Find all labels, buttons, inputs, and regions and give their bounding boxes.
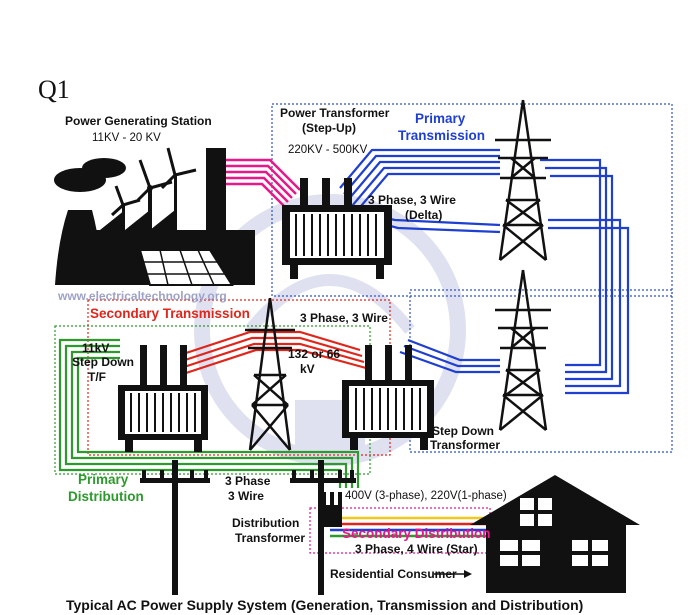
distribution-pole-left-icon [140, 460, 210, 595]
step-down-transformer-line2: Transformer [430, 438, 500, 452]
secondary-distribution-label: Secondary Distribution [342, 526, 491, 541]
power-transformer-subtitle: (Step-Up) [302, 121, 356, 135]
step-down-tf-line3: T/F [88, 370, 106, 384]
secondary-transmission-voltage-line2: kV [300, 362, 315, 376]
primary-transmission-line1: Primary [415, 111, 466, 126]
question-label: Q1 [38, 75, 70, 104]
primary-distribution-wiring-line2: 3 Wire [228, 489, 264, 503]
solar-panel-icon [138, 249, 234, 286]
secondary-distribution-wiring: 3 Phase, 4 Wire (Star) [355, 542, 478, 556]
primary-distribution-wiring-line1: 3 Phase [225, 474, 271, 488]
generating-station-voltage: 11KV - 20 KV [92, 132, 161, 144]
transmission-tower-top-icon [495, 99, 551, 261]
secondary-transmission-voltage-line1: 132 or 66 [288, 347, 340, 361]
transmission-wiring-line2: (Delta) [405, 208, 442, 222]
power-transformer-title: Power Transformer [280, 106, 390, 120]
secondary-distribution-boundary [309, 507, 491, 554]
secondary-transmission-label: Secondary Transmission [90, 306, 250, 321]
residential-consumer-arrow [434, 570, 472, 578]
residential-consumer-label: Residential Consumer [330, 567, 457, 581]
residential-house-icon [470, 475, 640, 593]
secondary-distribution-lines [330, 516, 500, 538]
consumer-voltage: 400V (3-phase), 220V(1-phase) [345, 490, 507, 502]
primary-distribution-line2: Distribution [68, 489, 144, 504]
primary-transmission-line2: Transmission [398, 128, 485, 143]
secondary-transmission-wiring: 3 Phase, 3 Wire [300, 311, 388, 325]
watermark-text: www.electricaltechnology.org [57, 289, 227, 303]
step-down-transformer-icon [342, 345, 434, 450]
primary-transmission-boundary [271, 103, 673, 297]
figure-caption: Typical AC Power Supply System (Generati… [66, 597, 583, 613]
distribution-transformer-line2: Transformer [235, 531, 305, 545]
transmission-wiring-line1: 3 Phase, 3 Wire [368, 193, 456, 207]
transmission-tower-bottom-icon [495, 269, 551, 431]
generation-lines [226, 158, 301, 207]
step-down-transformer-line1: Step Down [432, 424, 494, 438]
secondary-transmission-tower-icon [245, 297, 295, 451]
generating-station-title: Power Generating Station [65, 114, 212, 128]
power-station-icon [54, 147, 255, 285]
distribution-transformer-line1: Distribution [232, 516, 299, 530]
step-down-tf-line2: Step Down [72, 355, 134, 369]
distribution-pole-right-icon [290, 460, 356, 595]
secondary-transmission-boundary [87, 299, 391, 456]
step-up-transformer-icon [282, 178, 392, 279]
primary-transmission-lines [339, 148, 630, 395]
primary-distribution-line1: Primary [78, 472, 129, 487]
power-transformer-voltage: 220KV - 500KV [288, 144, 368, 156]
step-down-tf-line1: 11kV [82, 341, 109, 355]
step-down-tf-11kv-icon [118, 345, 208, 452]
